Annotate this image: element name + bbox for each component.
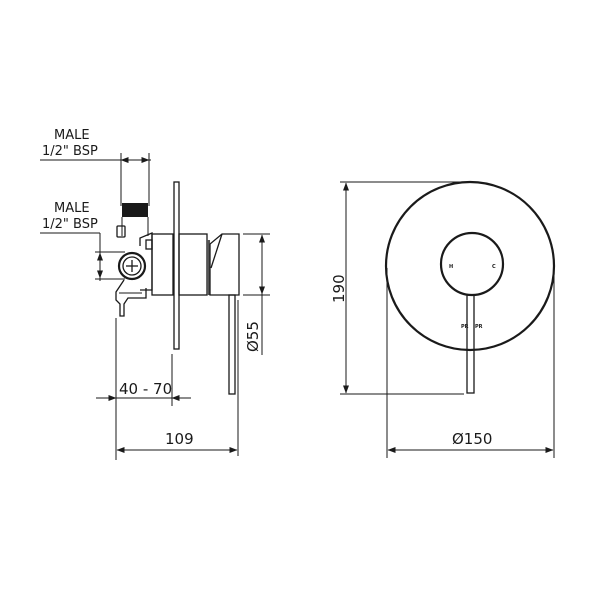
hot-marker: H xyxy=(449,264,453,270)
overall-height-dimension: 190 xyxy=(330,181,470,395)
top-inlet-label: MALE 1/2" BSP xyxy=(40,128,151,161)
lever xyxy=(466,294,475,394)
lever-marker-right: PR xyxy=(475,324,483,330)
wall-depth-dimension: 40 - 70 xyxy=(96,318,191,460)
rough-body xyxy=(151,233,174,296)
handle-cap-bevel xyxy=(210,233,223,269)
plate-diameter-dimension: Ø150 xyxy=(386,268,555,458)
overall-depth-value: 109 xyxy=(165,430,194,448)
wall-plate xyxy=(384,180,556,352)
lever-profile xyxy=(228,294,236,395)
valve-body-detail xyxy=(145,239,153,250)
top-inlet-width-dimension xyxy=(120,153,150,206)
side-view: MALE 1/2" BSP MALE 1/2" BSP xyxy=(40,128,270,460)
side-inlet-fitting xyxy=(117,251,147,281)
plate-diameter-value: Ø150 xyxy=(452,430,492,448)
valve-body xyxy=(139,232,153,291)
handle-seal xyxy=(207,240,210,295)
handle-diameter-dimension: Ø55 xyxy=(243,233,270,355)
wall-plate-profile xyxy=(173,181,180,350)
top-inlet-thread xyxy=(122,203,148,217)
top-inlet-label-line1: MALE xyxy=(54,128,90,143)
handle-cap xyxy=(209,233,240,296)
overall-depth-dimension: 109 xyxy=(116,300,239,456)
top-inlet-label-line2: 1/2" BSP xyxy=(42,144,98,159)
handle-body xyxy=(178,233,208,296)
cold-marker: C xyxy=(492,264,496,270)
overall-height-value: 190 xyxy=(330,274,348,303)
side-inlet-label-line1: MALE xyxy=(54,201,90,216)
wall-depth-value: 40 - 70 xyxy=(119,380,172,398)
mounting-bracket xyxy=(115,279,147,317)
handle-diameter-value: Ø55 xyxy=(244,321,262,352)
side-inlet-label-line2: 1/2" BSP xyxy=(42,217,98,232)
lever-marker-left: PR xyxy=(461,324,469,330)
plug-fitting xyxy=(116,225,126,238)
side-inlet-fitting-inner xyxy=(122,256,142,276)
front-view: H C PR PR 190 Ø150 xyxy=(330,180,556,458)
side-inlet-label: MALE 1/2" BSP xyxy=(40,201,125,281)
